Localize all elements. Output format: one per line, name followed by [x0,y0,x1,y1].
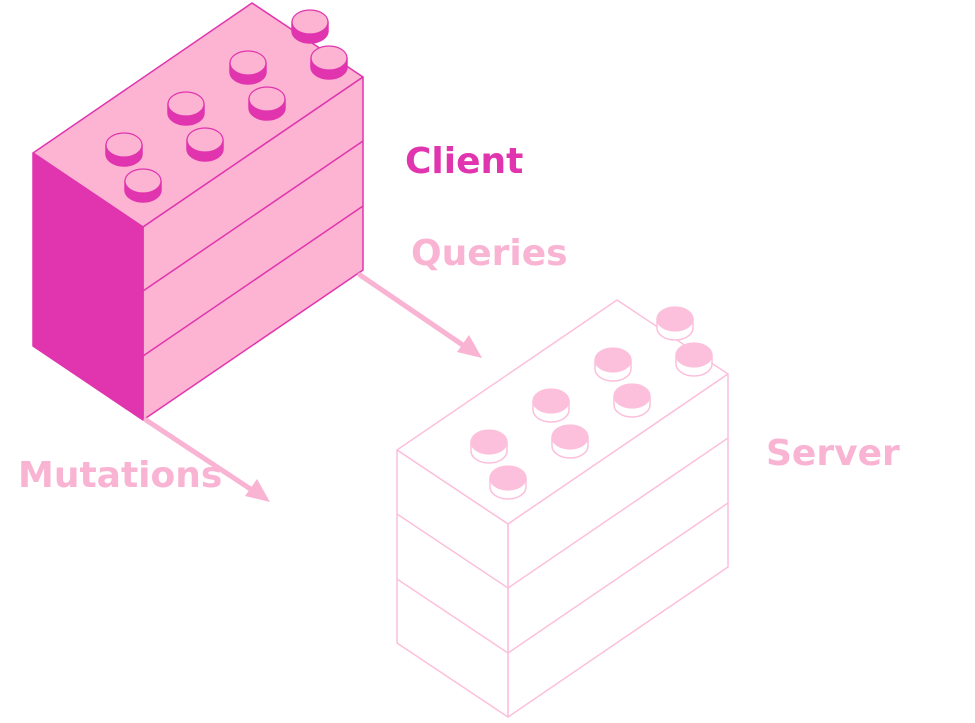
server-brick-side-face [396,449,509,718]
stud [675,342,713,377]
stud [124,168,162,203]
client-label: Client [405,141,524,182]
client-brick-layer-line [142,205,364,357]
client-brick [32,2,364,421]
stud [186,127,224,162]
queries-label: Queries [411,233,568,274]
stud [248,86,286,121]
stud [229,50,267,85]
stud [656,306,694,341]
stud [291,9,329,44]
stud [489,465,527,500]
stud [167,91,205,126]
queries-arrow [357,272,482,358]
client-studs [105,9,348,203]
stud [310,45,348,80]
stud [532,388,570,423]
stud [594,347,632,382]
stud [105,132,143,167]
client-brick-layer-line [142,140,364,292]
client-brick-side-face [32,152,144,421]
mutations-arrow [143,417,270,502]
server-brick-layer-line [507,437,729,589]
server-brick-layer-line [507,502,729,654]
server-studs [470,306,713,500]
server-label: Server [766,433,900,474]
server-brick-layer-line [396,578,509,654]
mutations-label: Mutations [18,455,223,496]
stud [613,383,651,418]
stud [551,424,589,459]
server-brick [396,299,729,718]
server-brick-layer-line [396,513,509,589]
stud [470,429,508,464]
